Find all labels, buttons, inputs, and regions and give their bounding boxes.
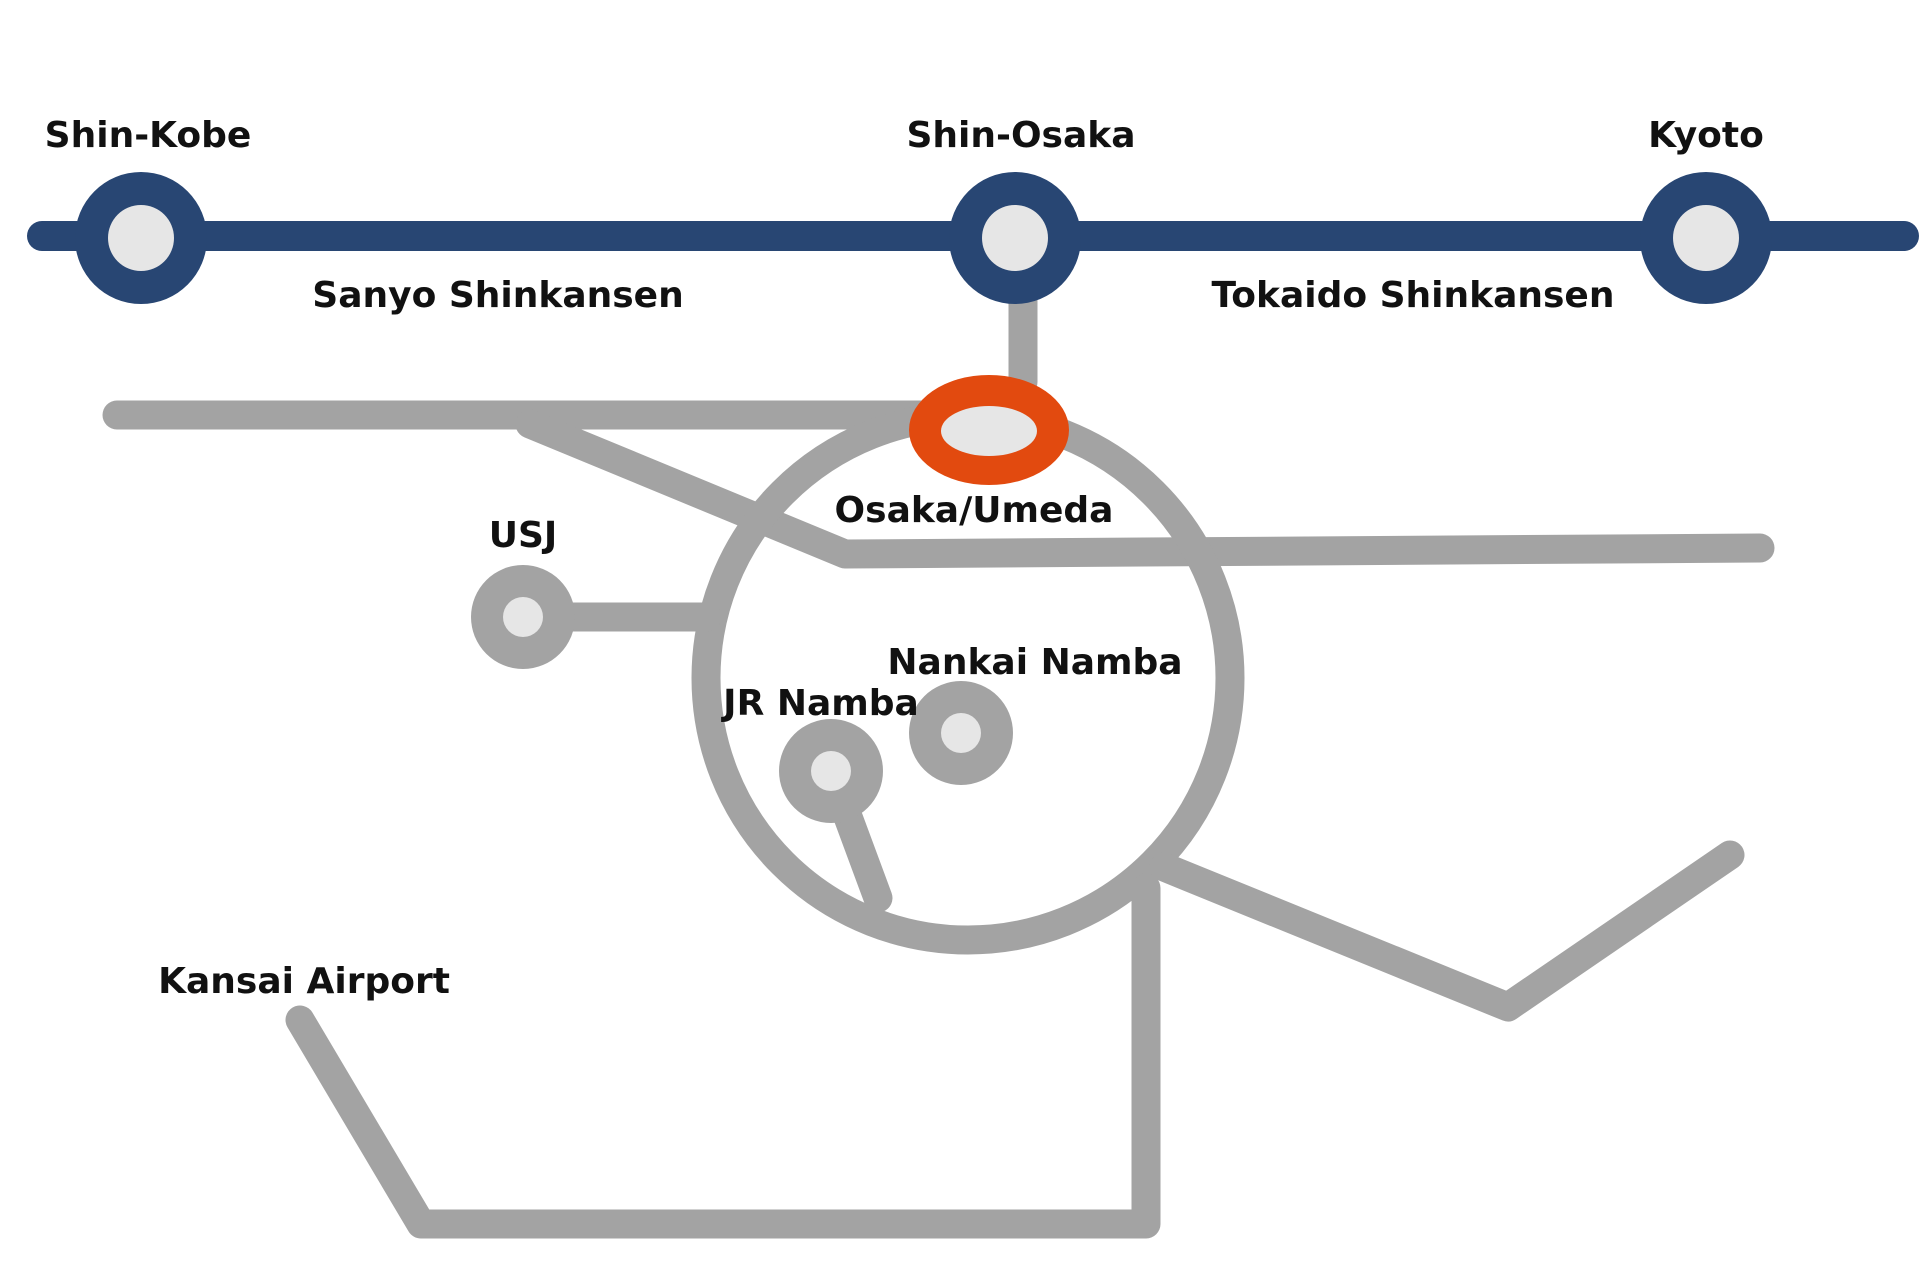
station-jr-namba[interactable]: [779, 719, 883, 823]
kansai-airport-line: [285, 873, 1161, 1239]
station-shin-kobe-dot: [108, 205, 174, 271]
label-kansai-airport: Kansai Airport: [158, 961, 450, 1002]
label-usj: USJ: [489, 515, 558, 556]
label-shin-kobe: Shin-Kobe: [45, 115, 252, 156]
station-jr-namba-dot: [811, 751, 851, 791]
western-line-diagonal: [515, 409, 1775, 569]
station-nankai-namba-dot: [941, 713, 981, 753]
label-jr-namba: JR Namba: [720, 683, 919, 724]
station-nankai-namba[interactable]: [909, 681, 1013, 785]
station-shin-osaka[interactable]: [949, 172, 1081, 304]
station-kyoto-dot: [1673, 205, 1739, 271]
label-osaka-umeda: Osaka/Umeda: [835, 490, 1114, 531]
station-osaka-umeda[interactable]: [909, 375, 1069, 485]
southeast-line: [1149, 840, 1745, 1022]
labels: Shin-Kobe Shin-Osaka Kyoto Sanyo Shinkan…: [45, 115, 1764, 1002]
label-tokaido-shinkansen: Tokaido Shinkansen: [1212, 275, 1615, 316]
label-kyoto: Kyoto: [1648, 115, 1764, 156]
station-osaka-umeda-dot: [941, 406, 1037, 456]
station-shin-kobe[interactable]: [75, 172, 207, 304]
label-sanyo-shinkansen: Sanyo Shinkansen: [312, 275, 683, 316]
station-usj[interactable]: [471, 565, 575, 669]
station-shin-osaka-dot: [982, 205, 1048, 271]
label-nankai-namba: Nankai Namba: [887, 642, 1182, 683]
station-kyoto[interactable]: [1640, 172, 1772, 304]
label-shin-osaka: Shin-Osaka: [906, 115, 1135, 156]
station-usj-dot: [503, 597, 543, 637]
